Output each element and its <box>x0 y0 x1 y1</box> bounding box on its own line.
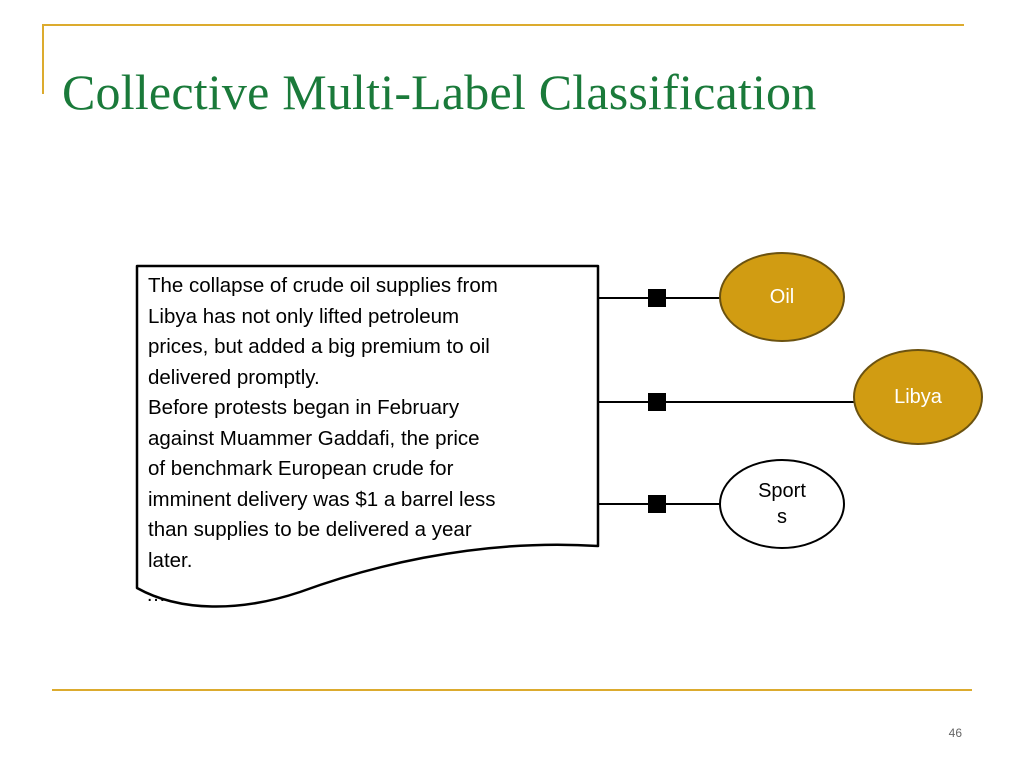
document-line: against Muammer Gaddafi, the price <box>148 426 480 450</box>
label-node-oil <box>719 252 845 342</box>
factor-node-libya <box>648 393 666 411</box>
slide-title: Collective Multi-Label Classification <box>62 64 817 120</box>
document-line: imminent delivery was $1 a barrel less <box>148 487 496 511</box>
label-node-sports <box>719 459 845 549</box>
page-number: 46 <box>948 726 962 740</box>
label-libya-text: Libya <box>894 386 942 408</box>
factor-node-oil <box>648 289 666 307</box>
document-line: of benchmark European crude for <box>148 457 454 480</box>
document-line: later. <box>148 548 193 572</box>
document-line: Before protests began in February <box>148 396 460 419</box>
label-node-libya <box>853 349 983 445</box>
frame-top-rule <box>42 24 964 26</box>
document-line: delivered promptly. <box>148 365 320 389</box>
frame-left-rule <box>42 24 44 94</box>
document-text: The collapse of crude oil supplies from … <box>148 271 593 576</box>
document-ellipsis: … <box>146 584 166 606</box>
document-line: Libya has not only lifted petroleum <box>148 304 460 328</box>
document-line: The collapse of crude oil supplies from <box>148 274 498 297</box>
label-oil-text: Oil <box>769 286 795 308</box>
document-line: prices, but added a big premium to oil <box>148 335 490 358</box>
document-line: than supplies to be delivered a year <box>148 518 472 541</box>
factor-node-sports <box>648 495 666 513</box>
document-shape <box>135 264 600 608</box>
label-sports-text: Sport s <box>758 480 806 528</box>
footer-rule <box>52 689 972 691</box>
